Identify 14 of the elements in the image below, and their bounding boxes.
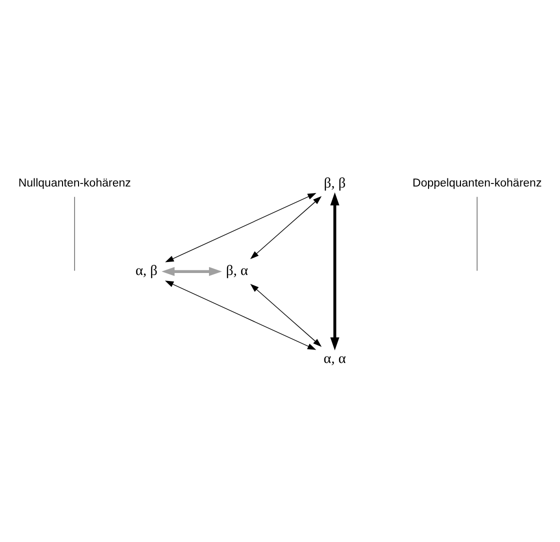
arrow bbox=[165, 192, 316, 262]
node-text: Nullquanten-kohärenz bbox=[18, 177, 131, 190]
arrow bbox=[162, 266, 222, 276]
arrow bbox=[330, 192, 340, 350]
arrow bbox=[250, 196, 322, 259]
connector bbox=[476, 196, 478, 271]
arrow bbox=[164, 280, 316, 350]
connector bbox=[74, 196, 75, 271]
node-text: β, β bbox=[324, 174, 346, 191]
arrow bbox=[250, 283, 322, 346]
node-text: β, α bbox=[226, 262, 248, 279]
node-text: Doppelquanten-kohärenz bbox=[412, 177, 542, 190]
node-text: α, α bbox=[324, 350, 346, 366]
node-text: α, β bbox=[135, 262, 158, 279]
